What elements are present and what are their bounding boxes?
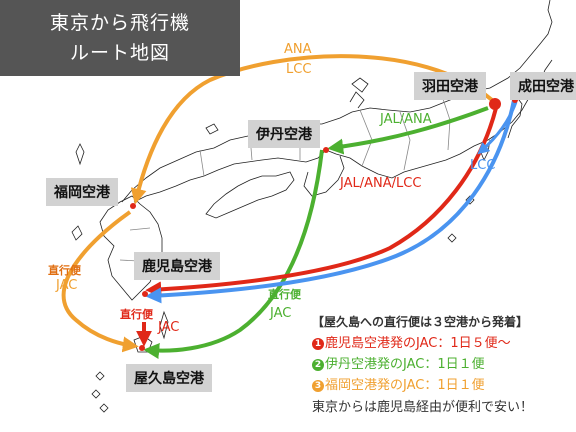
legend-item-text: 福岡空港発のJAC：1日１便 (325, 378, 485, 393)
route-label-direct-itami: 直行便 (268, 288, 301, 301)
route-label-jac-kagoshima: JAC (158, 320, 180, 335)
airport-label-fukuoka: 福岡空港 (46, 178, 118, 206)
legend-item-1: 1 鹿児島空港発のJAC：1日５便〜 (312, 333, 533, 354)
title-line-1: 東京から飛行機 (49, 12, 190, 34)
route-label-jal-ana-lcc: JAL/ANA/LCC (340, 176, 422, 191)
legend-item-3: 3 福岡空港発のJAC：1日１便 (312, 375, 533, 396)
legend-number-badge: 1 (312, 337, 324, 350)
route-label-direct-fukuoka: 直行便 (48, 264, 81, 277)
itami-dot (323, 147, 329, 153)
yakushima-dot (139, 345, 145, 351)
route-label-lcc-orange: LCC (286, 62, 312, 77)
legend: 【屋久島への直行便は３空港から発着】 1 鹿児島空港発のJAC：1日５便〜 2 … (312, 312, 533, 418)
route-haneda-kagoshima (145, 107, 498, 298)
route-label-jal-ana: JAL/ANA (380, 112, 432, 127)
fukuoka-dot (130, 203, 136, 209)
route-label-lcc-blue: LCC (470, 158, 496, 173)
legend-item-text: 伊丹空港発のJAC：1日１便 (325, 357, 485, 372)
legend-footer: 東京からは鹿児島経由が便利で安い！ (312, 400, 534, 415)
route-label-jac-itami: JAC (270, 306, 292, 321)
route-haneda-itami (327, 106, 489, 155)
route-label-jac-fukuoka: JAC (56, 278, 78, 293)
airport-label-haneda: 羽田空港 (414, 72, 486, 100)
airport-label-itami: 伊丹空港 (248, 120, 320, 148)
legend-number-badge: 2 (312, 358, 324, 371)
legend-item-text: 鹿児島空港発のJAC：1日５便〜 (325, 336, 511, 351)
airport-label-kagoshima: 鹿児島空港 (134, 252, 220, 280)
legend-heading: 【屋久島への直行便は３空港から発着】 (312, 315, 529, 329)
route-narita-lcc (477, 101, 518, 155)
legend-number-badge: 3 (312, 379, 324, 392)
route-itami-yakushima (143, 149, 324, 359)
route-narita-kagoshima (145, 99, 516, 304)
haneda-dot (489, 98, 501, 110)
route-fukuoka-yakushima (61, 210, 139, 353)
airport-label-yakushima: 屋久島空港 (126, 364, 212, 392)
legend-item-2: 2 伊丹空港発のJAC：1日１便 (312, 354, 533, 375)
route-label-ana: ANA (284, 42, 312, 57)
title-line-2: ルート地図 (69, 42, 170, 64)
map-title: 東京から飛行機 ルート地図 (0, 0, 240, 76)
kagoshima-dot (142, 291, 148, 297)
route-label-direct-kagoshima: 直行便 (120, 308, 153, 321)
airport-label-narita: 成田空港 (510, 72, 576, 100)
